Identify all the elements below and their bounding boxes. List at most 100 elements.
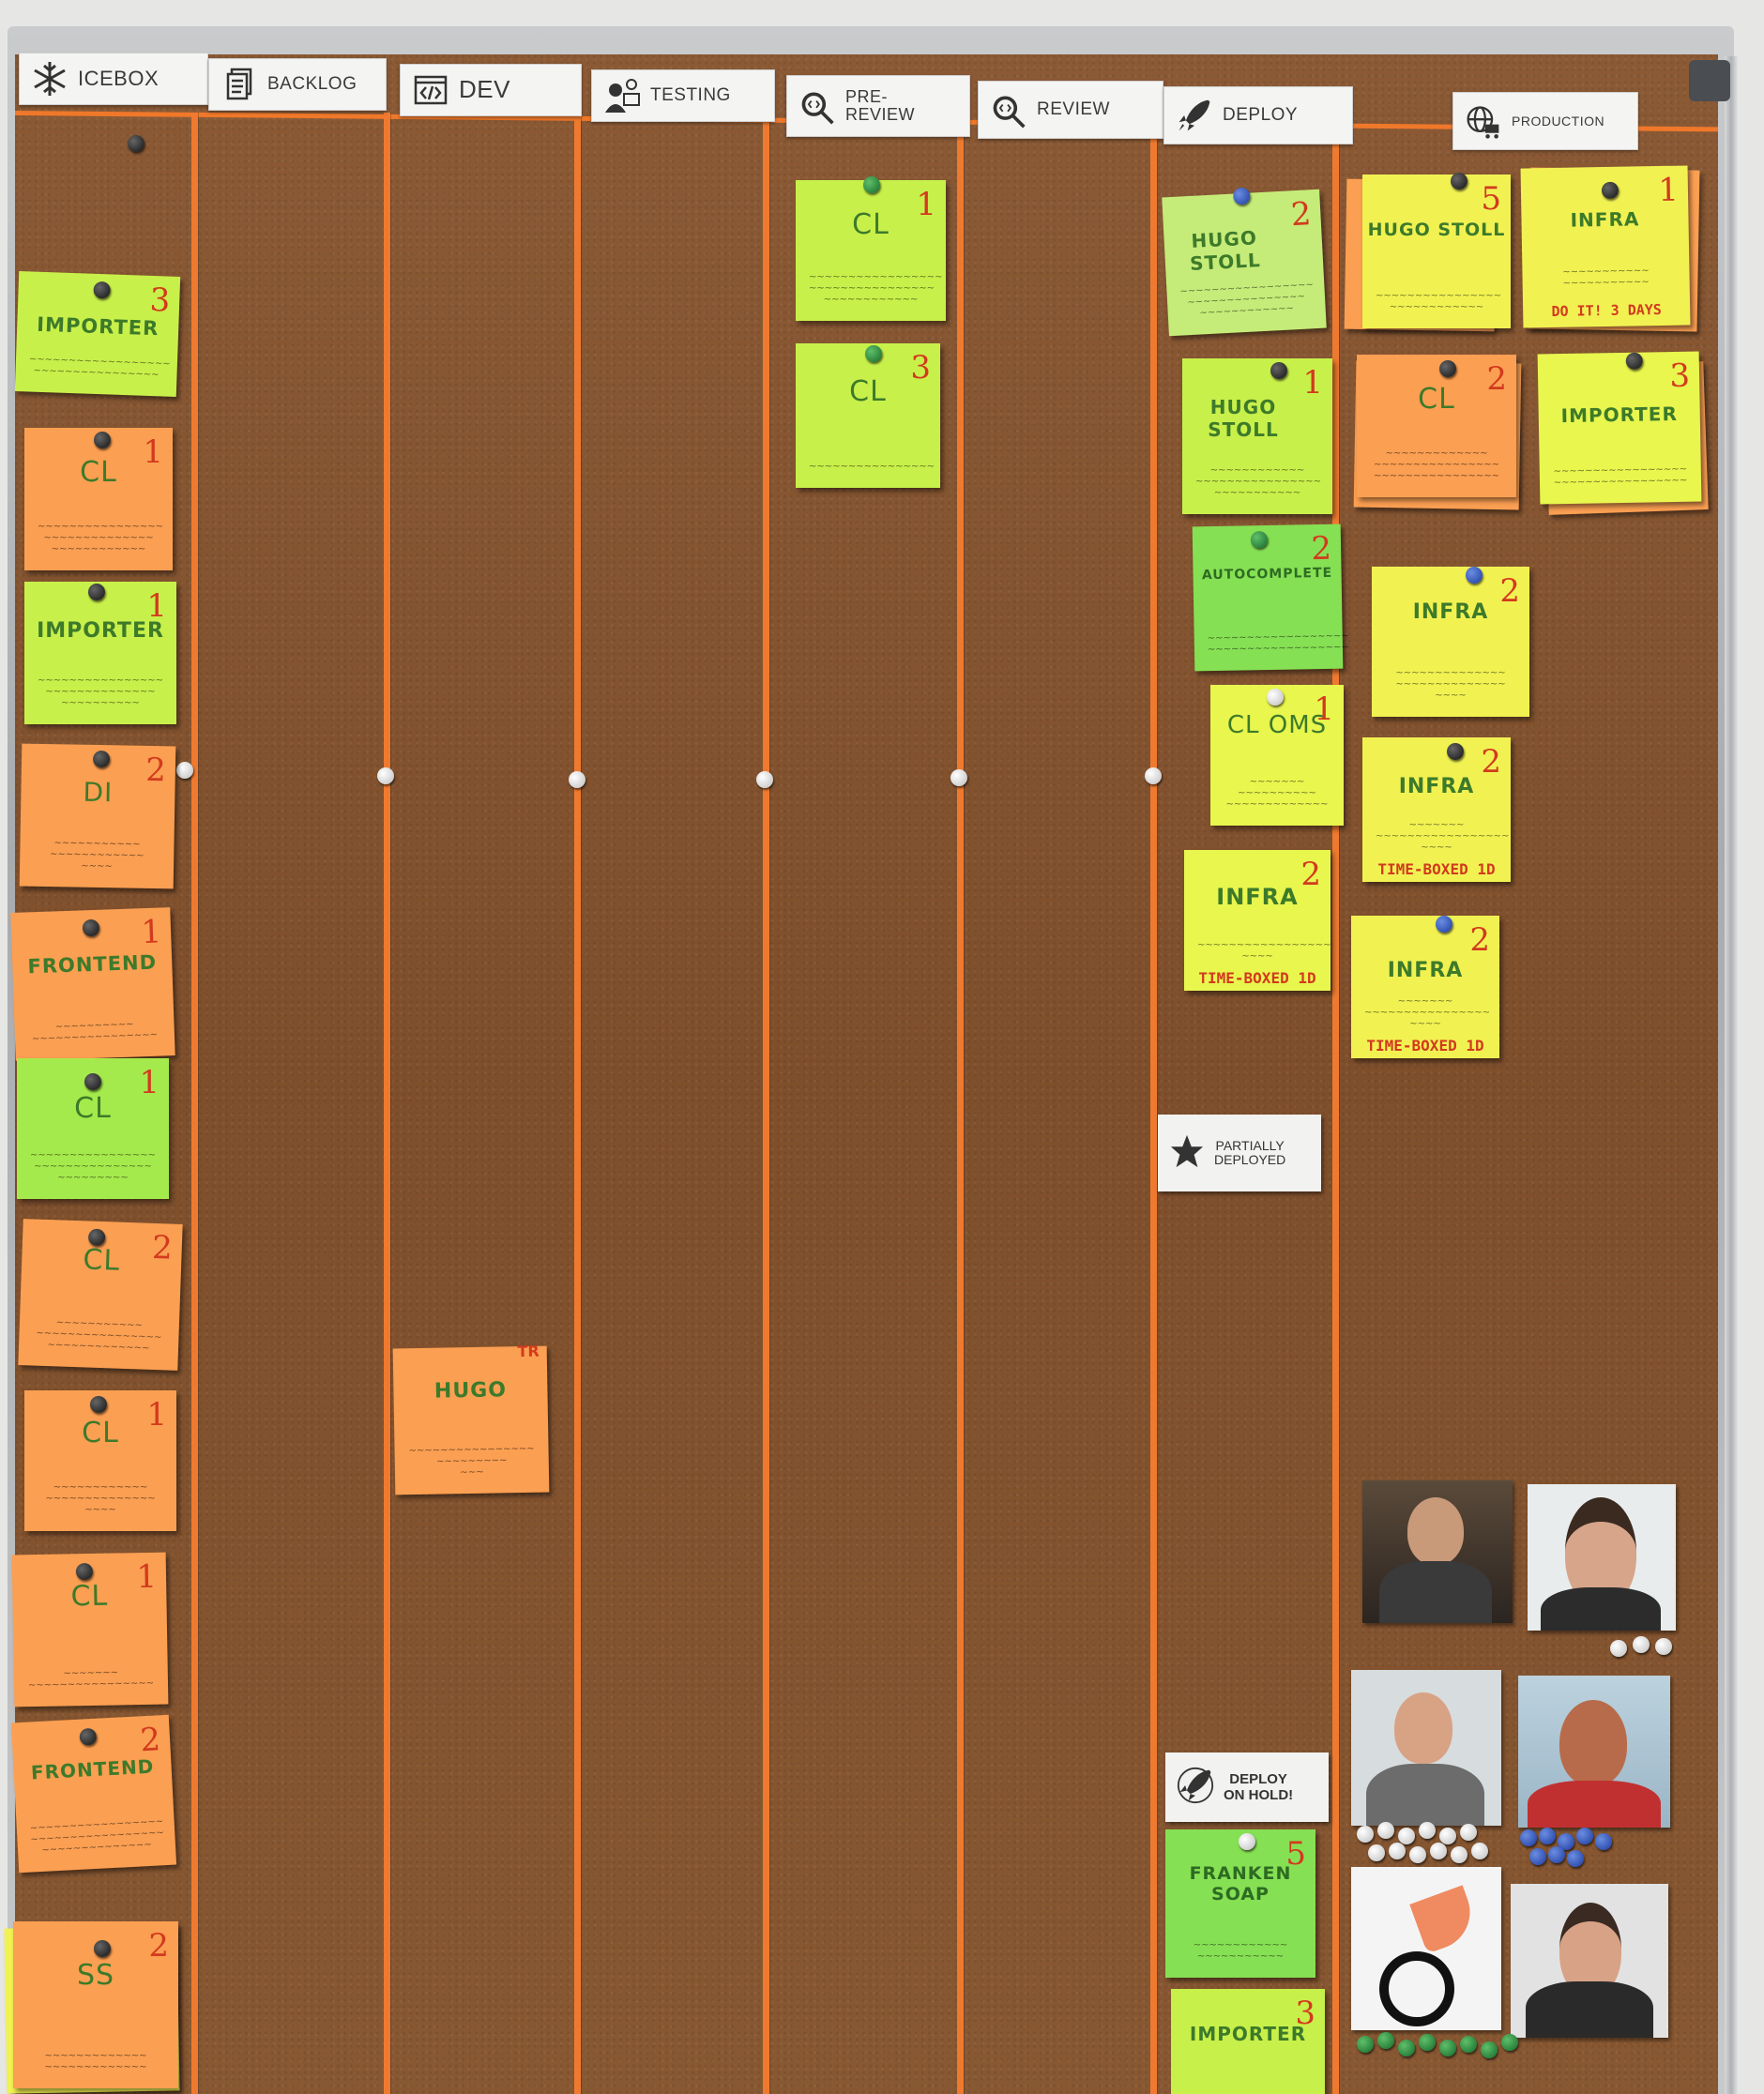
note-title: INFRA	[1216, 884, 1299, 910]
sticky-note[interactable]: CL 1 ~~~~~~~~~~~~~~~~~~~~~~~~~~~~~~~~~~~…	[796, 176, 946, 321]
pushpin	[1633, 1636, 1650, 1653]
column-header-production: PRODUCTION	[1452, 92, 1638, 150]
sticky-note[interactable]: AUTOCOMPLETE 2 ~~~~~~~~~~~~~~~~~~~~~~~~~…	[1192, 524, 1349, 672]
note-points: 2	[1486, 360, 1507, 398]
note-points: 1	[1657, 171, 1680, 210]
globe-cart-icon	[1465, 102, 1502, 140]
note-description: ~~~~~~~~~~~~~~~~~~~~~~~~~~	[31, 1019, 159, 1045]
pushpin	[1436, 916, 1452, 933]
column-divider	[191, 113, 198, 2094]
note-description: ~~~~~~~~~~~~~~~~~~~~~~~~~~~~~~~~~~~~~~~~…	[29, 1816, 165, 1856]
column-divider	[1150, 113, 1157, 2094]
sticky-note[interactable]: IMPORTER 3 ~~~~~~~~~~~~~~~~~~~~~~~~~~~~~…	[14, 271, 181, 397]
sticky-note[interactable]: INFRA 2 ~~~~~~~~~~~~~~~~~~~~~~~~~~~ TIME…	[1351, 916, 1499, 1058]
column-header-deploy: DEPLOY	[1163, 86, 1353, 144]
note-title: FRANKEN SOAP	[1189, 1863, 1292, 1904]
sticky-note[interactable]: IMPORTER 1 ~~~~~~~~~~~~~~~~~~~~~~~~~~~~~…	[24, 582, 176, 724]
pushpin	[94, 432, 111, 448]
sticky-note[interactable]: CL 1 ~~~~~~~~~~~~~~~~~~~~~~~~~~~~~~	[24, 1390, 176, 1531]
sticky-note[interactable]: CL 2 ~~~~~~~~~~~~~~~~~~~~~~~~~~~~~~~~~~~…	[1357, 355, 1516, 497]
note-description: ~~~~~~~~~~~~~~~~~~~~~~~	[1193, 1940, 1288, 1962]
pushpin	[377, 767, 394, 784]
note-stamp: DO IT! 3 DAYS	[1551, 300, 1663, 321]
white-pin-cluster	[1357, 1822, 1498, 1863]
note-title: CL	[852, 208, 890, 241]
column-header-label: ICEBOX	[78, 67, 160, 91]
sticky-note[interactable]: CL 1 ~~~~~~~~~~~~~~~~~~~~~~~~~~~~~~~~~~~…	[24, 428, 173, 570]
label-text: PARTIALLY DEPLOYED	[1214, 1137, 1286, 1167]
document-icon	[220, 66, 258, 103]
note-description: ~~~~~~~~~~~~~~~~~~~~~	[1197, 940, 1331, 962]
note-title: CL	[80, 456, 117, 489]
note-title: AUTOCOMPLETE	[1201, 565, 1333, 584]
column-header-icebox: ICEBOX	[19, 53, 208, 105]
sticky-note[interactable]: FRANKEN SOAP 5 ~~~~~~~~~~~~~~~~~~~~~~~	[1165, 1829, 1315, 1978]
note-title: IMPORTER	[37, 619, 164, 643]
note-description: ~~~~~~~~~~~~~~~~~~~~~~~~~~~~	[408, 1443, 535, 1479]
pushpin	[1625, 352, 1643, 370]
note-title: IMPORTER	[1560, 402, 1679, 428]
column-header-review: REVIEW	[978, 81, 1163, 139]
team-photo	[1518, 1676, 1670, 1828]
note-points: 2	[139, 1721, 162, 1760]
note-points: 2	[1499, 572, 1520, 610]
column-divider	[384, 113, 390, 2094]
note-description: ~~~~~~~~~~~~~~~~~~~~~~~~~~~~~~	[45, 1482, 156, 1515]
sticky-note[interactable]: HUGO STOLL 1 ~~~~~~~~~~~~~~~~~~~~~~~~~~~…	[1182, 358, 1332, 514]
rocket-icon	[1176, 97, 1213, 134]
column-divider	[957, 113, 964, 2094]
sticky-note[interactable]: IMPORTER 3	[1171, 1989, 1325, 2094]
sticky-note[interactable]: HUGO ~~~~~~~~~~~~~~~~~~~~~~~~~~~~ TR	[392, 1342, 550, 1495]
column-divider	[574, 113, 581, 2094]
note-title: SS	[76, 1959, 115, 1992]
sticky-note[interactable]: INFRA 2 ~~~~~~~~~~~~~~~~~~~~~~~~~~~~ TIM…	[1362, 737, 1511, 882]
note-mark: TR	[517, 1342, 540, 1361]
note-stamp: TIME-BOXED 1D	[1198, 969, 1316, 987]
sticky-note[interactable]: INFRA 1 ~~~~~~~~~~~~~~~~~~~~~~ DO IT! 3 …	[1520, 165, 1691, 328]
sticky-note[interactable]: CL 1 ~~~~~~~~~~~~~~~~~~~~~~~	[11, 1552, 169, 1707]
column-header-prereview: PRE- REVIEW	[786, 75, 970, 137]
note-description: ~~~~~~~~~~~~~~~~~~~~~~~~~~~~~~~~~~	[1553, 463, 1688, 489]
magnifier-code-icon	[798, 87, 836, 125]
pushpin	[1232, 187, 1251, 205]
note-title: HUGO STOLL	[1367, 220, 1506, 240]
note-description: ~~~~~~~~~~~~~~~~~~~~~~~~~~~	[1364, 996, 1491, 1029]
sticky-note[interactable]: INFRA 2 ~~~~~~~~~~~~~~~~~~~~~~~~~~~~~~~~	[1372, 567, 1529, 717]
note-title: HUGO STOLL	[1189, 226, 1262, 276]
pushpin	[94, 1940, 111, 1957]
sticky-note[interactable]: INFRA 2 ~~~~~~~~~~~~~~~~~~~~~ TIME-BOXED…	[1184, 850, 1331, 991]
note-description: ~~~~~~~~~~~~~~~~~~~~~~~~~~~~~~~~~~~~~~~~…	[1373, 448, 1500, 481]
pushpin	[1466, 567, 1483, 584]
sticky-note[interactable]: CL 1 ~~~~~~~~~~~~~~~~~~~~~~~~~~~~~~~~~~~…	[17, 1058, 169, 1199]
note-description: ~~~~~~~~~~~~~~~~~~~~~~~~~~	[44, 2051, 147, 2072]
sticky-note[interactable]: SS 2 ~~~~~~~~~~~~~~~~~~~~~~~~~~	[13, 1921, 178, 2088]
column-header-label: BACKLOG	[267, 74, 357, 95]
sticky-note[interactable]: HUGO STOLL 2 ~~~~~~~~~~~~~~~~~~~~~~~~~~~…	[1162, 187, 1327, 337]
note-description: ~~~~~~~~~~~~~~~~~~~~~~~~~~~~~~~~	[1395, 668, 1506, 701]
team-photo	[1528, 1484, 1676, 1631]
column-divider	[763, 113, 769, 2094]
note-title: INFRA	[1387, 959, 1464, 982]
frame-corner	[1689, 60, 1730, 101]
sticky-note[interactable]: DI 2 ~~~~~~~~~~~~~~~~~~~~~~~~~~~	[19, 743, 176, 889]
pushpin	[1145, 767, 1162, 784]
sticky-note[interactable]: CL 3 ~~~~~~~~~~~~~~~~	[796, 343, 940, 488]
sticky-note[interactable]: FRONTEND 1 ~~~~~~~~~~~~~~~~~~~~~~~~~~	[10, 907, 175, 1061]
note-points: 1	[143, 433, 163, 471]
pushpin	[128, 135, 144, 152]
sticky-note[interactable]: FRONTEND 2 ~~~~~~~~~~~~~~~~~~~~~~~~~~~~~…	[10, 1714, 177, 1874]
note-description: ~~~~~~~~~~~~~~~~~~~~~~~~~~~~	[1376, 291, 1502, 312]
partially-deployed-label: PARTIALLY DEPLOYED	[1158, 1115, 1321, 1191]
note-description: ~~~~~~~~~~~~~~~~~~~~~~~~~~~~~~	[1225, 777, 1329, 810]
sticky-note[interactable]: HUGO STOLL 5 ~~~~~~~~~~~~~~~~~~~~~~~~~~~…	[1362, 173, 1511, 328]
note-title: HUGO	[433, 1378, 508, 1404]
note-description: ~~~~~~~~~~~~~~~~~~~~~~~	[27, 1667, 155, 1692]
team-photo	[1511, 1884, 1668, 2038]
sticky-note[interactable]: IMPORTER 3 ~~~~~~~~~~~~~~~~~~~~~~~~~~~~~…	[1537, 351, 1702, 505]
sticky-note[interactable]: CL 2 ~~~~~~~~~~~~~~~~~~~~~~~~~~~~~~~~~~~…	[18, 1219, 183, 1371]
column-header-testing: TESTING	[591, 69, 775, 122]
pushpin	[84, 1073, 101, 1090]
sticky-note[interactable]: CL OMS 1 ~~~~~~~~~~~~~~~~~~~~~~~~~~~~~~	[1210, 685, 1344, 826]
note-description: ~~~~~~~~~~~~~~~~~~~~~~~~~~~~~~~~~~~~~~~~	[36, 1317, 162, 1354]
snowflake-icon	[31, 60, 68, 98]
